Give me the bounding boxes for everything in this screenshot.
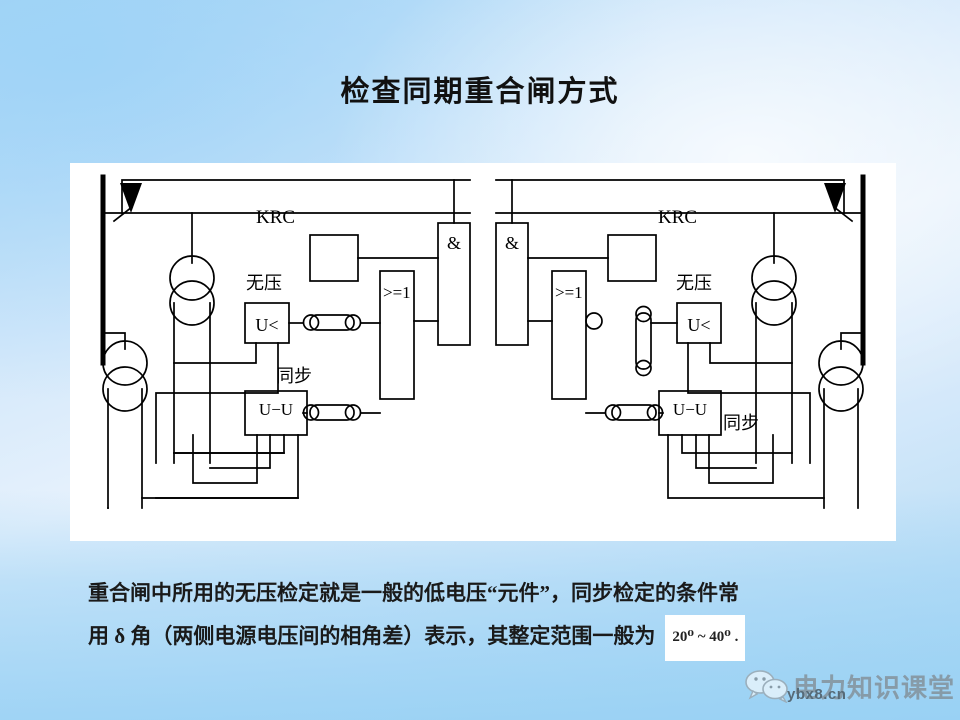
- link-contact-right-upper: [635, 312, 652, 370]
- body-line-2: 用 δ 角（两侧电源电压间的相角差）表示，其整定范围一般为 20⁰ ~ 40⁰ .: [88, 615, 888, 661]
- sync-return-right-1: [708, 434, 774, 484]
- link-contact-right-upper-knob-a: [635, 305, 652, 323]
- pt-circle-right-outer-bottom: [818, 366, 864, 412]
- or-gate-label-right: >=1: [555, 283, 583, 302]
- pt-circle-right-inner-bottom: [751, 280, 797, 326]
- body-line-1: 重合闸中所用的无压检定就是一般的低电压“元件”，同步检定的条件常: [88, 581, 739, 605]
- or-gate-label-left: >=1: [383, 283, 411, 302]
- krc-label-left: KRC: [256, 207, 295, 228]
- pt-circle-left-outer-bottom: [102, 366, 148, 412]
- no-voltage-block-label-right: U<: [687, 315, 710, 335]
- pt-circle-left-outer-top: [102, 340, 148, 386]
- no-voltage-label-right: 无压: [676, 273, 712, 293]
- watermark: 电力知识课堂 ybx8.cn: [745, 660, 960, 712]
- sync-block-label-right: U−U: [673, 400, 707, 419]
- sync-return-left-1: [192, 434, 258, 484]
- uv-lead-left-b: [155, 342, 279, 464]
- sync-return-right-4: [667, 434, 825, 499]
- or-gate-right: [551, 270, 587, 400]
- link-contact-right-upper-knob-b: [635, 359, 652, 377]
- and-gate-label-left: &: [447, 233, 461, 253]
- pt-circle-right-inner-top: [751, 255, 797, 301]
- link-contact-left-lower: [309, 404, 355, 421]
- sync-return-left-2: [209, 434, 271, 469]
- or-gate-left: [379, 270, 415, 400]
- wechat-icon: [745, 670, 788, 703]
- krc-box-left: [309, 234, 359, 282]
- sync-label-left: 同步: [276, 366, 312, 386]
- sync-return-left-4: [155, 434, 299, 499]
- krc-label-right: KRC: [658, 207, 697, 228]
- no-voltage-block-label-left: U<: [255, 315, 278, 335]
- breaker-loop-right: [495, 179, 845, 214]
- pt-tap-left-outer: [102, 332, 126, 350]
- sync-label-right: 同步: [723, 413, 759, 433]
- breaker-loop-left: [121, 179, 471, 214]
- krc-box-right: [607, 234, 657, 282]
- link-contact-left-upper: [309, 314, 355, 331]
- pt-tap-right-outer: [840, 332, 864, 350]
- uv-lead-left-a: [173, 342, 257, 364]
- sync-return-right-2: [695, 434, 757, 469]
- sync-block-label-left: U−U: [259, 400, 293, 419]
- breaker-lever-right: [832, 205, 854, 223]
- breaker-triangle-left: [120, 183, 142, 213]
- uv-lead-right-b: [687, 342, 811, 464]
- sync-return-right-3: [681, 434, 793, 454]
- sync-return-left-3: [173, 434, 285, 454]
- or-output-knob-right: [585, 312, 603, 330]
- uv-lead-right-a: [709, 342, 793, 364]
- watermark-brand: 电力知识课堂: [793, 673, 956, 703]
- pt-circle-left-inner-top: [169, 255, 215, 301]
- circuit-diagram: KRC & >=1 无压 U< 同步 U−U KRC & >=1 无压 U< 同…: [100, 174, 866, 509]
- breaker-triangle-right: [824, 183, 846, 213]
- page-title: 检查同期重合闸方式: [340, 76, 620, 108]
- breaker-lever-left: [112, 205, 134, 223]
- pt-circle-left-inner-bottom: [169, 280, 215, 326]
- link-contact-right-lower: [611, 404, 657, 421]
- and-gate-label-right: &: [505, 233, 519, 253]
- body-line-2-text: 用 δ 角（两侧电源电压间的相角差）表示，其整定范围一般为: [88, 624, 656, 648]
- diagram-panel: KRC & >=1 无压 U< 同步 U−U KRC & >=1 无压 U< 同…: [70, 163, 896, 541]
- watermark-url: ybx8.cn: [787, 686, 847, 703]
- no-voltage-label-left: 无压: [246, 273, 282, 293]
- body-text: 重合闸中所用的无压检定就是一般的低电压“元件”，同步检定的条件常 用 δ 角（两…: [88, 572, 888, 661]
- pt-circle-right-outer-top: [818, 340, 864, 386]
- formula-range: 20⁰ ~ 40⁰ .: [665, 615, 746, 661]
